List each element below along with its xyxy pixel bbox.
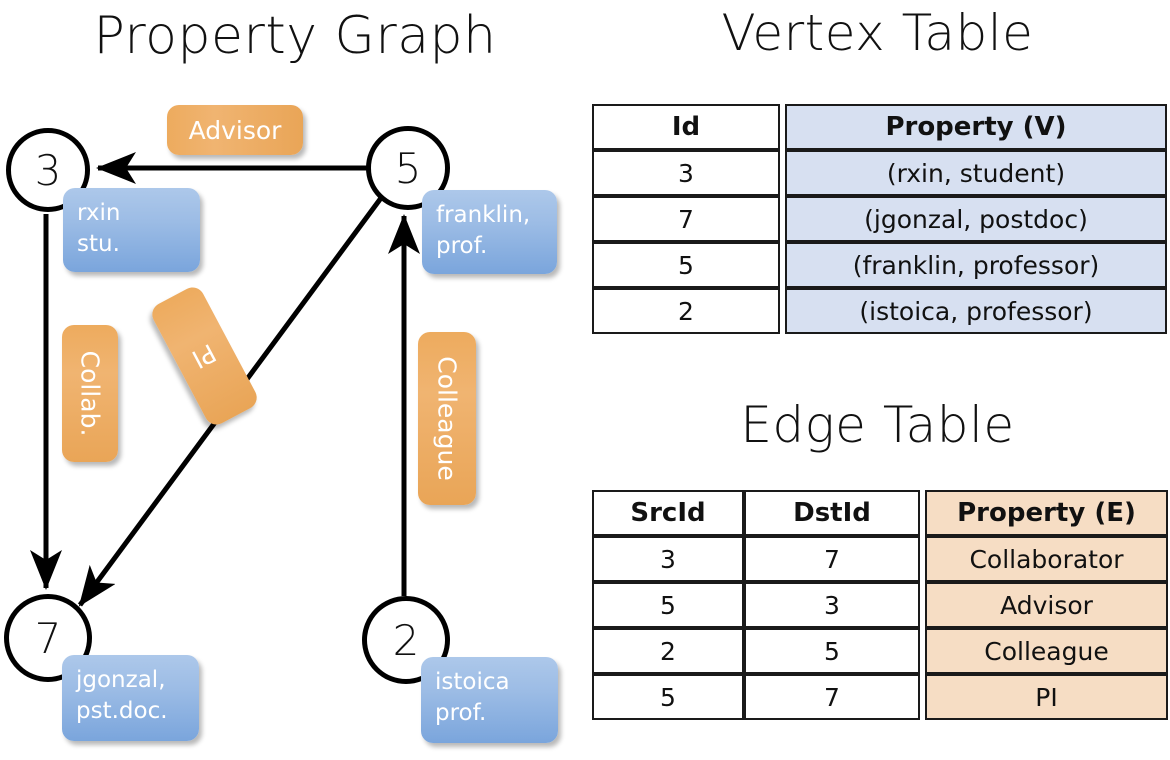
edge-row-0-gap: [920, 536, 925, 582]
edge-label-advisor-text: Advisor: [188, 115, 282, 145]
edge-row-0-dst: 7: [744, 536, 920, 582]
edge-row-1-property: Advisor: [925, 582, 1168, 628]
edge-row-3-src: 5: [592, 674, 744, 720]
table-row[interactable]: 2 (istoica, professor): [592, 288, 1167, 334]
edge-row-3-gap: [920, 674, 925, 720]
vertex-property-box-2-line-2: prof.: [435, 700, 487, 727]
vertex-property-box-7-line-2: pst.doc.: [76, 698, 168, 725]
table-row[interactable]: 3 (rxin, student): [592, 150, 1167, 196]
vertex-row-2-gap: [780, 242, 785, 288]
edge-table-column-gap: [920, 490, 925, 536]
edge-table-header-property: Property (E): [925, 490, 1168, 536]
vertex-row-1-property: (jgonzal, postdoc): [785, 196, 1167, 242]
vertex-property-box-5-line-2: prof.: [436, 233, 488, 260]
vertex-row-2-property: (franklin, professor): [785, 242, 1167, 288]
vertex-table-header-property: Property (V): [785, 104, 1167, 150]
edge-row-0-src: 3: [592, 536, 744, 582]
table-row[interactable]: 5 (franklin, professor): [592, 242, 1167, 288]
graph-node-2[interactable]: 2: [362, 596, 450, 684]
vertex-table: Id Property (V) 3 (rxin, student) 7 (jgo…: [592, 104, 1167, 334]
vertex-row-1-id: 7: [592, 196, 780, 242]
vertex-row-3-id: 2: [592, 288, 780, 334]
table-row[interactable]: 2 5 Colleague: [592, 628, 1168, 674]
graph-node-5[interactable]: 5: [366, 126, 450, 210]
vertex-property-box-7: jgonzal, pst.doc.: [62, 655, 199, 741]
graph-node-3-label: 3: [34, 145, 62, 195]
page-title-edge-table: Edge Table: [740, 396, 1015, 454]
edge-table-header-dstid: DstId: [744, 490, 920, 536]
table-row[interactable]: 5 7 PI: [592, 674, 1168, 720]
table-row[interactable]: 3 7 Collaborator: [592, 536, 1168, 582]
graph-node-2-label: 2: [392, 615, 420, 665]
vertex-row-0-gap: [780, 150, 785, 196]
vertex-table-column-gap: [780, 104, 785, 150]
edge-row-0-property: Collaborator: [925, 536, 1168, 582]
vertex-row-1-gap: [780, 196, 785, 242]
edge-label-pi: PI: [148, 283, 261, 429]
edge-row-1-gap: [920, 582, 925, 628]
edge-label-colleague-text: Colleague: [432, 356, 462, 481]
vertex-row-3-property: (istoica, professor): [785, 288, 1167, 334]
edge-label-pi-text: PI: [187, 337, 222, 375]
vertex-row-2-id: 5: [592, 242, 780, 288]
edge-row-2-src: 2: [592, 628, 744, 674]
vertex-property-box-3-line-1: rxin: [77, 200, 121, 226]
table-row[interactable]: 5 3 Advisor: [592, 582, 1168, 628]
vertex-table-header-id: Id: [592, 104, 780, 150]
edge-label-colleague: Colleague: [418, 332, 476, 505]
edge-row-1-src: 5: [592, 582, 744, 628]
edge-label-advisor: Advisor: [167, 105, 303, 155]
edge-table-header-srcid: SrcId: [592, 490, 744, 536]
vertex-property-box-2: istoica prof.: [421, 657, 558, 743]
edge-row-3-dst: 7: [744, 674, 920, 720]
vertex-row-3-gap: [780, 288, 785, 334]
vertex-property-box-5: franklin, prof.: [422, 190, 557, 274]
graph-node-7-label: 7: [34, 613, 62, 663]
vertex-property-box-5-line-1: franklin,: [436, 202, 531, 228]
edge-row-2-gap: [920, 628, 925, 674]
edge-label-collaborator: Collab.: [62, 325, 118, 462]
edge-label-collaborator-text: Collab.: [75, 350, 105, 437]
vertex-table-header-row: Id Property (V): [592, 104, 1167, 150]
table-row[interactable]: 7 (jgonzal, postdoc): [592, 196, 1167, 242]
edge-row-1-dst: 3: [744, 582, 920, 628]
page-title-property-graph: Property Graph: [93, 6, 497, 66]
edge-table: SrcId DstId Property (E) 3 7 Collaborato…: [592, 490, 1168, 720]
edge-table-header-row: SrcId DstId Property (E): [592, 490, 1168, 536]
graph-node-5-label: 5: [394, 143, 422, 193]
vertex-property-box-2-line-1: istoica: [435, 669, 510, 695]
vertex-row-0-id: 3: [592, 150, 780, 196]
page-title-vertex-table: Vertex Table: [721, 4, 1034, 62]
edge-row-3-property: PI: [925, 674, 1168, 720]
vertex-property-box-3-line-2: stu.: [77, 231, 120, 258]
property-graph-diagram: 3 5 7 2 rxin stu. franklin, prof. jgonza…: [4, 105, 558, 743]
vertex-property-box-3: rxin stu.: [63, 188, 200, 272]
vertex-property-box-7-line-1: jgonzal,: [76, 667, 166, 693]
vertex-row-0-property: (rxin, student): [785, 150, 1167, 196]
edge-row-2-dst: 5: [744, 628, 920, 674]
edge-row-2-property: Colleague: [925, 628, 1168, 674]
